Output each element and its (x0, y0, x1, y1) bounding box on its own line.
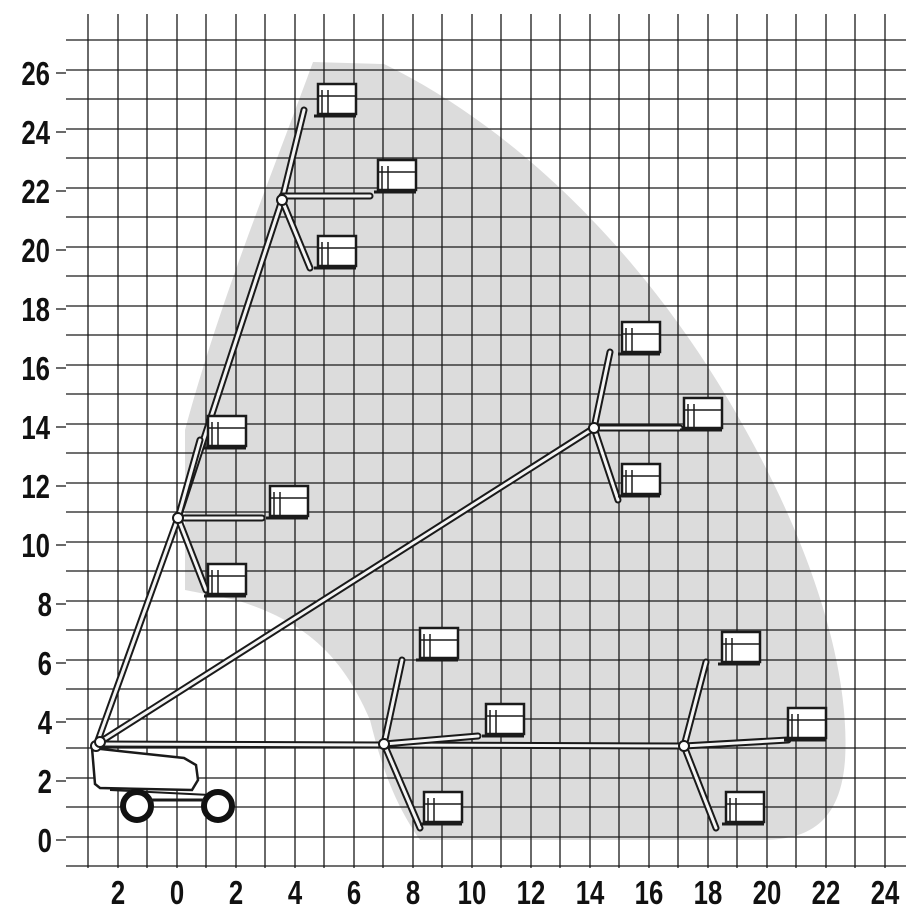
grid (56, 14, 906, 868)
work-platform (204, 414, 248, 450)
x-tick-label: 10 (458, 875, 487, 912)
booms (90, 106, 792, 832)
work-platform (416, 626, 460, 662)
y-tick-label: 22 (21, 174, 50, 211)
boom-segment-fill (682, 738, 790, 748)
platforms (204, 82, 828, 826)
x-tick-label: 22 (812, 875, 841, 912)
boom-segment-fill (94, 516, 180, 748)
y-tick-label: 12 (21, 469, 50, 506)
boom-pivot (172, 512, 184, 524)
boom-segment-fill (280, 108, 306, 202)
y-tick-label: 8 (38, 587, 52, 624)
x-tick-label: 0 (170, 875, 184, 912)
x-tick-label: 2 (111, 875, 125, 912)
x-tick-label: 18 (694, 875, 723, 912)
work-platform (482, 702, 526, 738)
boom-pivot (378, 738, 390, 750)
boom-pivot (276, 194, 288, 206)
rear-wheel (120, 789, 154, 823)
boom-segment-fill (682, 660, 708, 748)
work-platform (204, 562, 248, 598)
y-tick-label: 4 (38, 705, 53, 742)
x-tick-label: 14 (576, 875, 605, 912)
boom-segment-fill (592, 426, 620, 502)
work-platform (618, 462, 662, 498)
y-axis-labels: 0 2 4 6 8 10 12 14 16 18 20 22 24 26 (21, 56, 52, 860)
work-platform (722, 790, 766, 826)
front-wheel (201, 789, 235, 823)
work-platform (784, 706, 828, 742)
boom-pivot (588, 422, 600, 434)
boom-segment-fill (382, 734, 480, 746)
x-tick-label: 16 (635, 875, 664, 912)
y-tick-label: 10 (21, 528, 50, 565)
x-tick-label: 6 (347, 875, 361, 912)
boom-segment-fill (176, 438, 202, 520)
boom-pivot (678, 740, 690, 752)
y-tick-label: 20 (21, 233, 50, 270)
y-tick-label: 2 (38, 764, 52, 801)
x-axis-labels: 2 0 2 4 6 8 10 12 14 16 18 20 22 24 (111, 875, 900, 912)
x-tick-label: 4 (288, 875, 303, 912)
boom-segment-fill (280, 198, 312, 270)
work-platform (420, 790, 464, 826)
y-tick-label: 18 (21, 292, 50, 329)
machine-chassis (90, 746, 235, 823)
boom-segment-fill (382, 742, 422, 830)
boom-segment-fill (98, 426, 596, 744)
work-platform (314, 234, 358, 270)
y-tick-label: 6 (38, 646, 52, 683)
work-platform (680, 396, 724, 432)
boom-segment-fill (382, 658, 404, 746)
y-tick-label: 14 (21, 410, 50, 447)
work-platform (266, 484, 310, 520)
work-platform (618, 320, 662, 356)
x-tick-label: 8 (406, 875, 420, 912)
boom-segment-fill (592, 350, 612, 430)
work-platform (718, 630, 762, 666)
x-tick-label: 12 (517, 875, 546, 912)
boom-pivot (94, 736, 106, 748)
x-tick-label: 24 (871, 875, 900, 912)
boom-segment-fill (682, 744, 718, 830)
x-tick-label: 20 (753, 875, 782, 912)
y-tick-label: 16 (21, 351, 50, 388)
work-platform (374, 158, 418, 194)
boom-segment-fill (176, 516, 208, 592)
x-tick-label: 2 (229, 875, 243, 912)
y-tick-label: 0 (38, 823, 52, 860)
work-platform (314, 82, 358, 118)
y-tick-label: 26 (21, 56, 50, 93)
y-tick-label: 24 (21, 115, 50, 152)
